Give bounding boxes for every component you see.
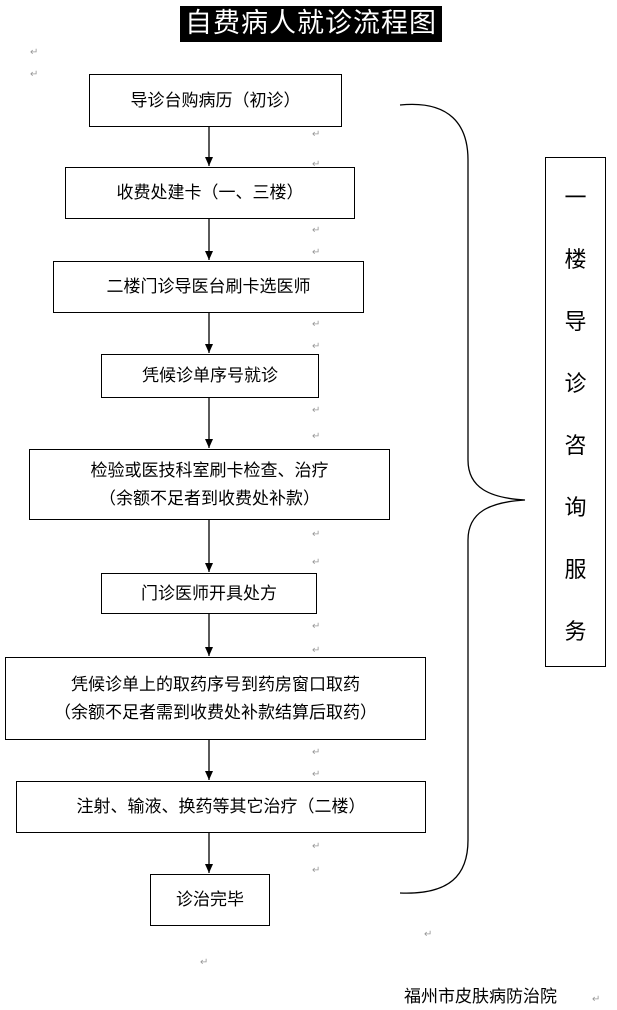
step-5-box: 检验或医技科室刷卡检查、治疗 （余额不足者到收费处补款）: [29, 449, 390, 520]
paragraph-mark: ↵: [312, 841, 321, 852]
step-2-text: 收费处建卡（一、三楼）: [116, 183, 304, 203]
step-6-text: 门诊医师开具处方: [141, 583, 277, 604]
paragraph-mark: ↵: [200, 957, 209, 968]
step-7-text-line1: 凭候诊单上的取药序号到药房窗口取药: [71, 674, 360, 695]
step-7-text-line2: （余额不足者需到收费处补款结算后取药）: [54, 702, 377, 723]
paragraph-mark: ↵: [312, 431, 321, 442]
side-char-5: 咨: [564, 434, 587, 459]
step-7-box: 凭候诊单上的取药序号到药房窗口取药 （余额不足者需到收费处补款结算后取药）: [5, 657, 426, 740]
step-4-box: 凭候诊单序号就诊: [101, 354, 319, 398]
side-char-3: 导: [564, 310, 587, 335]
paragraph-mark: ↵: [312, 341, 321, 352]
side-char-7: 服: [564, 558, 587, 583]
paragraph-mark: ↵: [30, 47, 39, 58]
paragraph-mark: ↵: [312, 557, 321, 568]
side-char-4: 诊: [564, 372, 587, 397]
paragraph-mark: ↵: [30, 69, 39, 80]
step-3-text: 二楼门诊导医台刷卡选医师: [106, 277, 311, 297]
page-title: 自费病人就诊流程图: [180, 6, 442, 42]
paragraph-mark: ↵: [312, 405, 321, 416]
step-2-box: 收费处建卡（一、三楼）: [65, 167, 355, 219]
side-char-8: 务: [564, 620, 587, 645]
step-9-text: 诊治完毕: [176, 890, 244, 910]
right-brace: [399, 103, 526, 894]
side-char-1: 一: [564, 186, 587, 211]
paragraph-mark: ↵: [424, 929, 433, 940]
step-8-box: 注射、输液、换药等其它治疗（二楼）: [16, 781, 426, 833]
paragraph-mark: ↵: [312, 621, 321, 632]
step-1-box: 导诊台购病历（初诊）: [89, 74, 342, 127]
paragraph-mark: ↵: [312, 159, 321, 170]
paragraph-mark: ↵: [312, 319, 321, 330]
step-5-text-line1: 检验或医技科室刷卡检查、治疗: [90, 460, 329, 481]
step-4-text: 凭候诊单序号就诊: [142, 366, 278, 386]
hospital-name-footer: 福州市皮肤病防治院: [404, 987, 557, 1007]
first-floor-guide-service-box: 一 楼 导 诊 咨 询 服 务: [545, 157, 606, 667]
step-5-text-line2: （余额不足者到收费处补款）: [99, 488, 320, 509]
paragraph-mark: ↵: [312, 769, 321, 780]
paragraph-mark: ↵: [312, 129, 321, 140]
side-char-2: 楼: [564, 248, 587, 273]
paragraph-mark: ↵: [312, 865, 321, 876]
paragraph-mark: ↵: [312, 747, 321, 758]
paragraph-mark: ↵: [312, 247, 321, 258]
paragraph-mark: ↵: [312, 529, 321, 540]
step-1-text: 导诊台购病历（初诊）: [130, 90, 301, 111]
step-3-box: 二楼门诊导医台刷卡选医师: [53, 261, 364, 313]
step-6-box: 门诊医师开具处方: [101, 573, 317, 614]
paragraph-mark: ↵: [592, 994, 601, 1005]
side-char-6: 询: [564, 496, 587, 521]
paragraph-mark: ↵: [312, 645, 321, 656]
step-9-box: 诊治完毕: [150, 874, 270, 926]
step-8-text: 注射、输液、换药等其它治疗（二楼）: [76, 797, 366, 817]
paragraph-mark: ↵: [312, 225, 321, 236]
